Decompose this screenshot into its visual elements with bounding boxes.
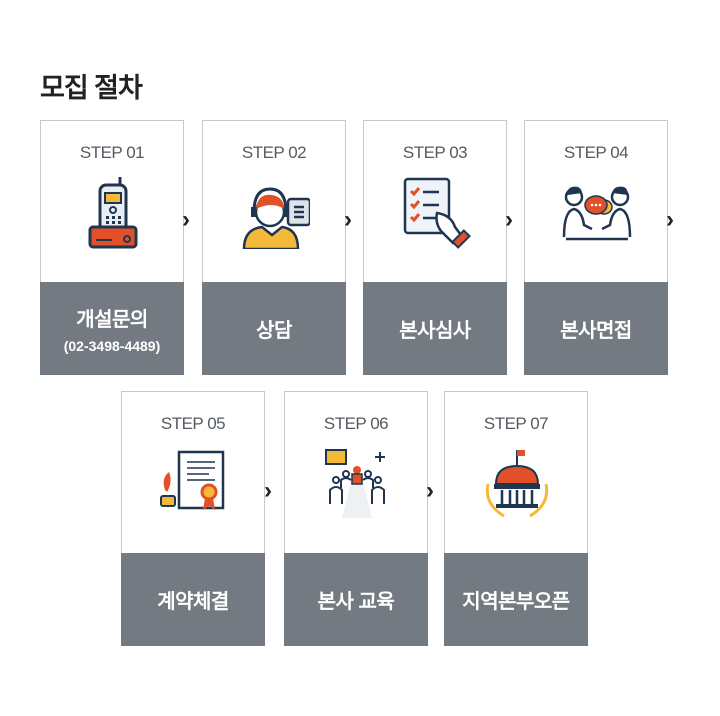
- step-title: 상담: [256, 320, 292, 342]
- step-title: 계약체결: [157, 591, 229, 613]
- building-open-icon: [482, 448, 552, 520]
- step-title: 지역본부오픈: [462, 591, 570, 613]
- phone-icon: [78, 177, 148, 249]
- step-card-3: STEP 03 본사심사: [363, 120, 507, 375]
- step-card-6: STEP 06 본사 교육: [284, 391, 428, 646]
- chevron-right-icon: ›: [182, 206, 190, 233]
- checklist-icon: [401, 177, 471, 249]
- step-title: 개설문의: [76, 309, 148, 331]
- step-card-7: STEP 07 지역본부오픈: [444, 391, 588, 646]
- contract-icon: [159, 448, 229, 520]
- chevron-right-icon: ›: [344, 206, 352, 233]
- training-icon: [322, 448, 392, 520]
- step-card-5: STEP 05 계약체결: [121, 391, 265, 646]
- step-number: STEP 04: [563, 143, 629, 162]
- step-card-2: STEP 02 상담: [202, 120, 346, 375]
- step-number: STEP 07: [483, 414, 549, 433]
- page-title: 모집 절차: [40, 73, 143, 103]
- chevron-right-icon: ›: [426, 477, 434, 504]
- step-card-4: STEP 04 본사면접: [524, 120, 668, 375]
- step-number: STEP 01: [79, 143, 145, 162]
- step-title: 본사 교육: [317, 591, 395, 613]
- phone-number: (02-3498-4489): [63, 338, 161, 354]
- step-number: STEP 05: [160, 414, 226, 433]
- headset-consultant-icon: [240, 177, 310, 249]
- step-number: STEP 02: [241, 143, 307, 162]
- chevron-right-icon: ›: [505, 206, 513, 233]
- chevron-right-icon: ›: [264, 477, 272, 504]
- interview-icon: [562, 177, 632, 249]
- step-number: STEP 06: [323, 414, 389, 433]
- step-number: STEP 03: [402, 143, 468, 162]
- step-card-1: STEP 01 개설문의 (02-3498-4489): [40, 120, 184, 375]
- step-title: 본사심사: [399, 320, 471, 342]
- step-title: 본사면접: [560, 320, 632, 342]
- chevron-right-icon: ›: [666, 206, 674, 233]
